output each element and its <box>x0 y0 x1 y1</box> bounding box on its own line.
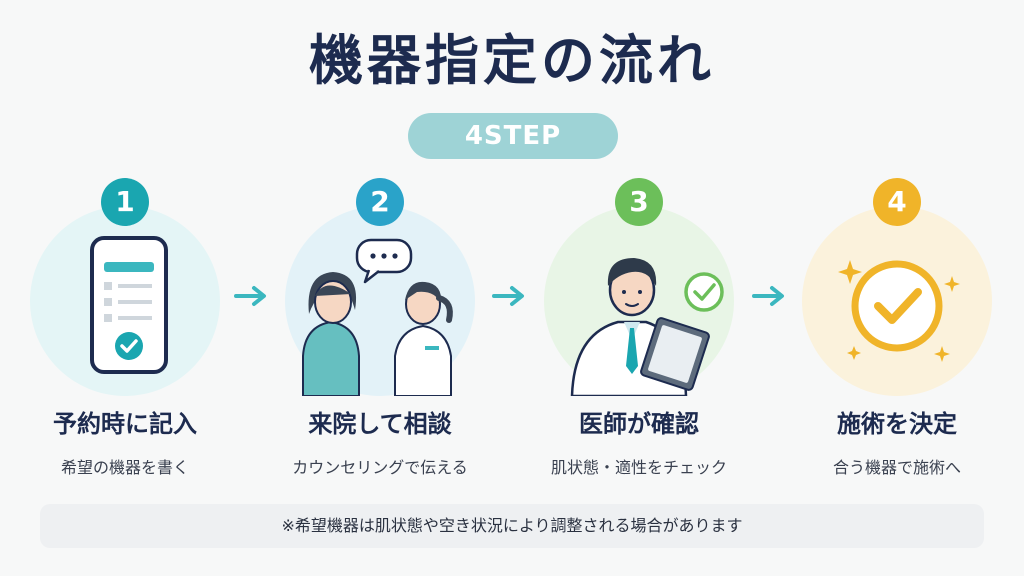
check-icon <box>684 272 724 312</box>
step-2-title: 来院して相談 <box>308 410 452 438</box>
step-4: 4 施術を決定 合う機器で施術へ <box>787 0 1007 480</box>
arrow-right-icon <box>492 286 524 306</box>
consultation-illustration <box>302 238 453 396</box>
arrow-right-icon <box>752 286 784 306</box>
doctor-icon <box>570 258 724 396</box>
footnote: ※希望機器は肌状態や空き状況により調整される場合があります <box>40 504 984 548</box>
clipboard-icon <box>640 317 710 391</box>
step-4-title: 施術を決定 <box>837 410 957 438</box>
step-3-title: 医師が確認 <box>579 410 699 438</box>
sparkle-icon <box>838 260 960 362</box>
step-2-subtitle: カウンセリングで伝える <box>292 458 468 477</box>
step-3: 3 医師が確認 肌状態・適性をチェック <box>529 0 749 480</box>
smartphone-icon <box>90 236 168 374</box>
step-1-subtitle: 希望の機器を書く <box>60 458 189 477</box>
step-2-number: 2 <box>356 178 404 226</box>
step-count-badge: 4STEP <box>408 113 618 159</box>
decision-check-illustration <box>838 260 960 362</box>
step-4-subtitle: 合う機器で施術へ <box>832 458 961 477</box>
step-1-number: 1 <box>101 178 149 226</box>
step-2: 2 来院して相談 カウンセリングで伝える <box>270 0 490 480</box>
step-1: 1 予約時に記入 希望の機器を書く <box>15 0 235 480</box>
step-1-title: 予約時に記入 <box>53 410 197 438</box>
chat-bubble-icon <box>355 238 413 284</box>
arrow-right-icon <box>234 286 266 306</box>
step-3-subtitle: 肌状態・適性をチェック <box>550 458 727 477</box>
step-4-number: 4 <box>873 178 921 226</box>
page-title: 機器指定の流れ <box>309 29 715 92</box>
step-3-number: 3 <box>615 178 663 226</box>
